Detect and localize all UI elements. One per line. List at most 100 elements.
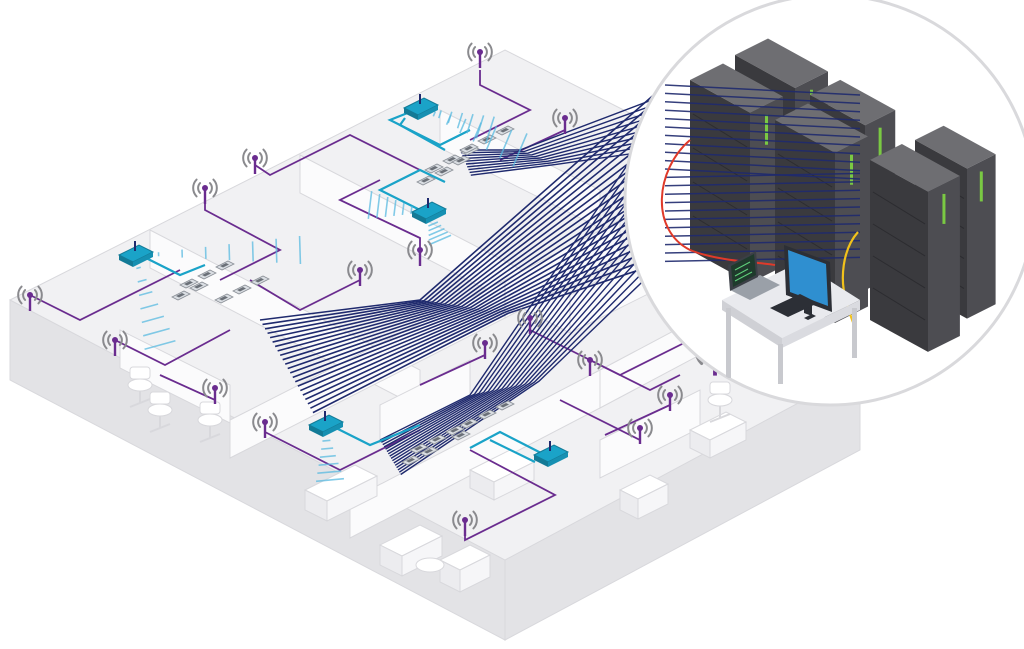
wifi-signal-beam xyxy=(321,447,334,450)
wifi-antenna-icon xyxy=(472,333,498,359)
server-racks xyxy=(690,38,996,352)
network-wall-jack-group xyxy=(401,425,465,466)
server-tower-icon xyxy=(870,144,960,352)
wifi-signal-beam xyxy=(428,221,439,227)
trunk-cable xyxy=(390,189,666,459)
wifi-signal-beam xyxy=(319,454,336,458)
server-cable-bundle xyxy=(664,84,861,263)
wifi-signal-beam xyxy=(485,116,495,144)
purple-cable xyxy=(114,329,231,367)
network-wall-jack-icon xyxy=(424,163,444,174)
wifi-router-icon xyxy=(117,235,302,351)
office-chair xyxy=(147,391,173,433)
cyan-cable-runs xyxy=(139,106,546,463)
wifi-signal-beam xyxy=(144,339,176,351)
server-cable xyxy=(664,143,861,155)
wifi-signal-beam xyxy=(140,303,159,310)
wifi-signal-beam xyxy=(499,129,513,159)
wifi-antenna-icon xyxy=(452,510,478,536)
purple-cable xyxy=(337,179,421,250)
admin-desk xyxy=(722,245,860,384)
network-wall-jack-icon xyxy=(495,400,515,411)
server-cable xyxy=(664,256,861,263)
network-wall-jack-icon xyxy=(215,260,235,271)
wifi-antenna-icon xyxy=(627,418,653,444)
wifi-signal-beam xyxy=(410,205,413,215)
trunk-cable xyxy=(386,159,666,453)
trunk-cable xyxy=(392,199,666,462)
network-wall-jack-group xyxy=(451,400,515,441)
network-wall-jack-icon xyxy=(451,155,471,166)
server-cable xyxy=(664,206,861,212)
network-wall-jack-icon xyxy=(250,275,270,286)
wifi-antenna-icon xyxy=(517,308,543,334)
cabinet xyxy=(468,449,536,501)
server-cable xyxy=(664,181,861,187)
trunk-cable xyxy=(469,142,666,174)
sofa xyxy=(378,524,444,577)
trunk-cable xyxy=(385,149,666,450)
wifi-antenna-icon xyxy=(202,378,228,404)
network-wall-jack-icon xyxy=(179,278,199,289)
wifi-antenna-icon xyxy=(347,260,373,286)
wifi-signal-beam xyxy=(317,470,342,475)
trunk-cable xyxy=(467,130,666,168)
trunk-cable xyxy=(400,259,666,476)
server-cable xyxy=(664,101,861,113)
wifi-signal-beam xyxy=(459,118,467,134)
wifi-router-icon xyxy=(532,441,570,467)
cyan-cable xyxy=(489,439,536,463)
wifi-signal-beam xyxy=(428,227,445,237)
wifi-signal-beam xyxy=(136,266,141,270)
server-cable xyxy=(664,159,861,172)
server-cable xyxy=(664,151,861,163)
wifi-signal-beam xyxy=(138,290,153,297)
wifi-antenna-icon xyxy=(407,240,433,266)
wifi-signal-beam xyxy=(428,224,442,232)
network-wall-jack-icon xyxy=(434,166,454,177)
wifi-signal-beam xyxy=(251,241,254,262)
network-wall-jack-icon xyxy=(401,455,421,466)
network-wall-jack-icon xyxy=(459,418,479,429)
server-cable xyxy=(664,109,861,121)
laptop-icon xyxy=(728,251,780,300)
wifi-signal-beam xyxy=(438,110,442,119)
trunk-cable xyxy=(389,179,666,457)
wifi-router-icon xyxy=(307,411,345,483)
wifi-antenna-icon xyxy=(17,285,43,311)
network-wall-jack-icon xyxy=(171,290,191,301)
wifi-signal-beam xyxy=(393,199,397,217)
wifi-signal-beam xyxy=(376,193,381,219)
server-cable xyxy=(664,239,861,246)
wifi-signal-beam xyxy=(315,477,345,483)
wifi-signal-beam xyxy=(472,122,482,142)
wifi-router-icon xyxy=(402,94,528,167)
wifi-signal-beam xyxy=(384,196,389,218)
purple-cable xyxy=(469,70,533,141)
wifi-signal-beam xyxy=(445,114,452,126)
wifi-signal-beam xyxy=(137,278,147,283)
purple-cable xyxy=(589,359,681,392)
wifi-routers xyxy=(117,94,570,483)
sofa xyxy=(438,544,492,593)
network-wall-jack-group xyxy=(171,260,235,301)
trunk-cable xyxy=(393,209,666,464)
office-chair xyxy=(197,401,223,443)
wifi-signal-beam xyxy=(367,191,373,219)
network-wall-jack-icon xyxy=(419,446,439,457)
wifi-antenna-icon xyxy=(242,148,268,174)
trunk-cable xyxy=(463,112,666,160)
network-wall-jack-icon xyxy=(214,293,234,304)
network-wall-jack-icon xyxy=(451,430,471,441)
network-wall-jack-icon xyxy=(409,443,429,454)
office-chair xyxy=(707,381,733,423)
trunk-cable xyxy=(383,139,666,448)
trunk-cable xyxy=(381,119,666,443)
server-cable xyxy=(664,172,861,179)
purple-cable xyxy=(29,269,181,322)
wifi-signal-beam xyxy=(485,125,498,151)
cyan-cable xyxy=(469,430,546,456)
network-wall-jack-icon xyxy=(459,143,479,154)
wifi-signal-beam xyxy=(466,113,474,134)
